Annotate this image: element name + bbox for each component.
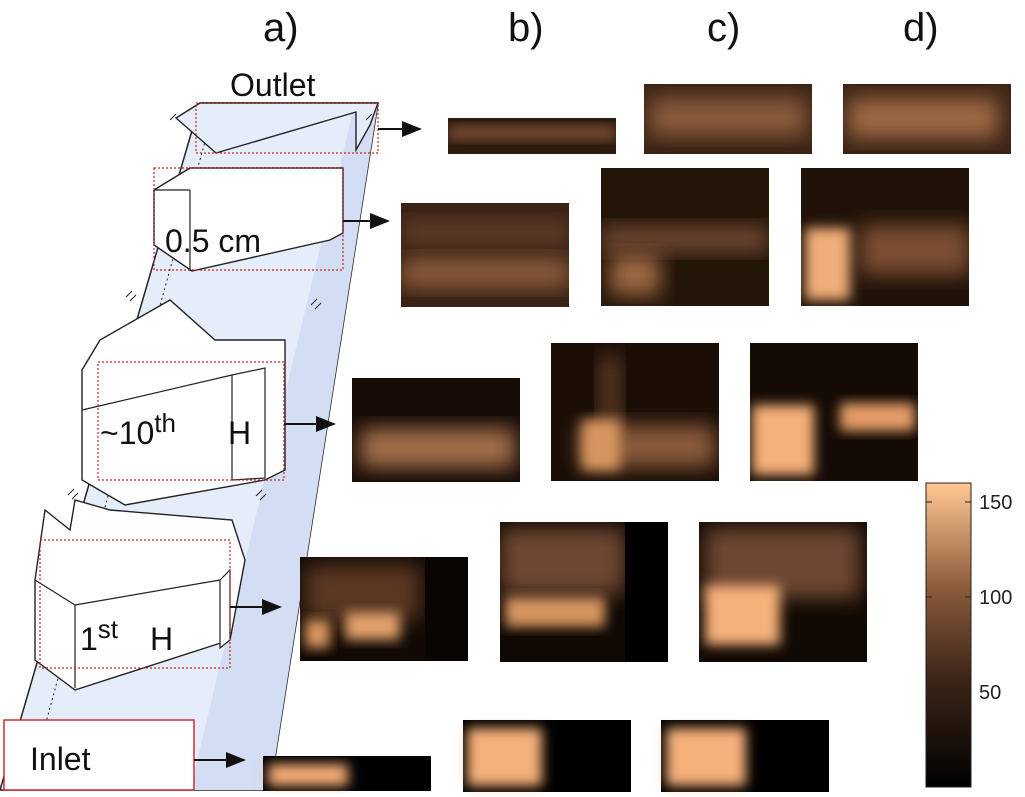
panel-first-c bbox=[500, 522, 668, 662]
colorbar-tick-label: 100 bbox=[979, 587, 1012, 609]
panel-inlet-d bbox=[661, 720, 829, 792]
colorbar-tick-label: 150 bbox=[979, 492, 1012, 514]
column-label-c: c) bbox=[707, 6, 741, 50]
panel-tenth-b bbox=[352, 378, 520, 482]
colorbar: 150 100 50 bbox=[925, 482, 1012, 788]
first-section-box bbox=[39, 539, 231, 669]
panel-outlet-c bbox=[644, 84, 812, 154]
panel-inlet-c bbox=[463, 720, 631, 792]
outlet-label: Outlet bbox=[230, 67, 315, 103]
colorbar-gradient bbox=[925, 482, 972, 788]
panel-first-b bbox=[300, 557, 468, 661]
panel-gap-c bbox=[601, 168, 769, 306]
panel-first-d bbox=[699, 522, 867, 662]
tenth-sup: th bbox=[154, 408, 176, 438]
gap-section-box bbox=[153, 167, 344, 271]
svg-text:~10th: ~10th bbox=[100, 408, 176, 451]
colorbar-tick-label: 50 bbox=[979, 682, 1001, 704]
inlet-label: Inlet bbox=[30, 741, 91, 777]
panel-tenth-d bbox=[750, 343, 918, 481]
tenth-label: ~10 bbox=[100, 415, 154, 451]
column-label-a: a) bbox=[263, 6, 299, 50]
column-label-b: b) bbox=[508, 6, 544, 50]
panel-gap-b bbox=[401, 203, 569, 307]
section-first-block bbox=[34, 499, 246, 691]
column-label-d: d) bbox=[903, 6, 939, 50]
gap-label: 0.5 cm bbox=[165, 223, 261, 259]
svg-text:1st: 1st bbox=[80, 614, 119, 657]
tenth-h-label: H bbox=[228, 415, 251, 451]
section-arrows bbox=[194, 121, 422, 768]
inlet-box bbox=[3, 719, 195, 791]
first-label: 1 bbox=[80, 621, 98, 657]
panel-tenth-c bbox=[551, 343, 719, 481]
panel-inlet-b bbox=[263, 756, 431, 791]
panel-gap-d bbox=[801, 168, 969, 306]
tenth-section-box bbox=[97, 361, 285, 481]
colorbar-ticks: 150 100 50 bbox=[926, 492, 1012, 704]
first-sup: st bbox=[98, 614, 119, 644]
panel-outlet-d bbox=[843, 84, 1011, 154]
first-h-label: H bbox=[150, 621, 173, 657]
break-marks bbox=[67, 113, 373, 501]
panel-outlet-b bbox=[448, 118, 616, 154]
channel-3d bbox=[0, 102, 379, 791]
